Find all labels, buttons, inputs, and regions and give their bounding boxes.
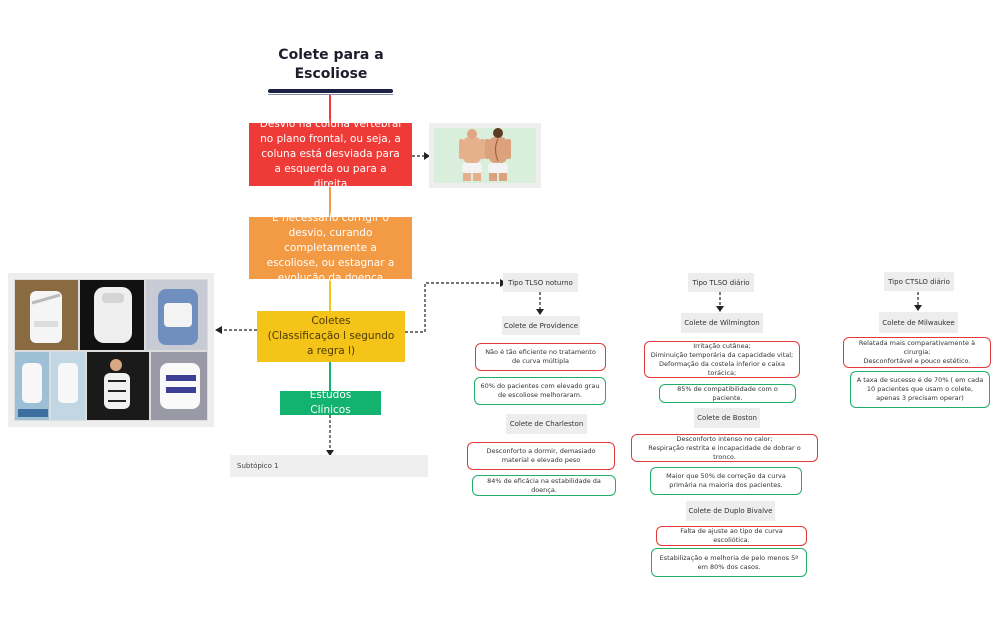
node-studies[interactable]: Estudos Clínicos [280, 389, 381, 416]
boston-con[interactable]: Desconforto intenso no calor; Respiração… [631, 434, 818, 462]
spine-photo[interactable] [429, 123, 541, 188]
subtopic-1[interactable]: Subtópico 1 [230, 455, 428, 477]
scoliosis-backs-illustration [434, 128, 536, 183]
type-ctslo-diario[interactable]: Tipo CTSLO diário [884, 272, 954, 291]
providence-pro[interactable]: 60% do pacientes com elevado grau de esc… [474, 377, 606, 405]
duplo-bivalve-pro[interactable]: Estabilização e melhoria de pelo menos 5… [651, 548, 807, 577]
node-definition[interactable]: Desvio na coluna vertebral no plano fron… [249, 118, 412, 190]
braces-to-tlso-noturno [405, 282, 500, 333]
boston-pro[interactable]: Maior que 50% de correção da curva primá… [650, 467, 802, 495]
charleston-con[interactable]: Desconforto a dormir, demasiado material… [467, 442, 615, 470]
wilmington-con[interactable]: Irritação cutânea; Diminuição temporária… [644, 341, 800, 378]
type-tlso-noturno[interactable]: Tipo TLSO noturno [503, 273, 578, 292]
brace-boston[interactable]: Colete de Boston [694, 408, 760, 428]
duplo-bivalve-con[interactable]: Falta de ajuste ao tipo de curva escolió… [656, 526, 807, 546]
braces-collage-illustration [14, 279, 208, 421]
wilmington-pro[interactable]: 85% de compatibilidade com o paciente. [659, 384, 796, 403]
title-underline [268, 89, 393, 95]
milwaukee-pro[interactable]: A taxa de sucesso é de 70% ( em cada 10 … [850, 371, 990, 408]
braces-photo[interactable] [8, 273, 214, 427]
node-braces[interactable]: Coletes (Classificação l segundo a regra… [257, 311, 405, 362]
brace-providence[interactable]: Colete de Providence [502, 316, 580, 335]
map-title: Colete para a Escoliose [278, 47, 384, 82]
brace-charleston[interactable]: Colete de Charleston [506, 414, 587, 434]
milwaukee-con[interactable]: Relatada mais comparativamente à cirurgi… [843, 337, 991, 368]
node-need[interactable]: É necessário corrigir o desvio, curando … [249, 212, 412, 284]
brace-milwaukee[interactable]: Colete de Milwaukee [879, 312, 958, 333]
type-tlso-diario[interactable]: Tipo TLSO diário [688, 273, 754, 292]
charleston-pro[interactable]: 84% de eficácia na estabilidade da doenç… [472, 475, 616, 496]
brace-duplo-bivalve[interactable]: Colete de Duplo Bivalve [686, 501, 775, 521]
brace-wilmington[interactable]: Colete de Wilmington [681, 313, 763, 333]
providence-con[interactable]: Não é tão eficiente no tratamento de cur… [475, 343, 606, 371]
